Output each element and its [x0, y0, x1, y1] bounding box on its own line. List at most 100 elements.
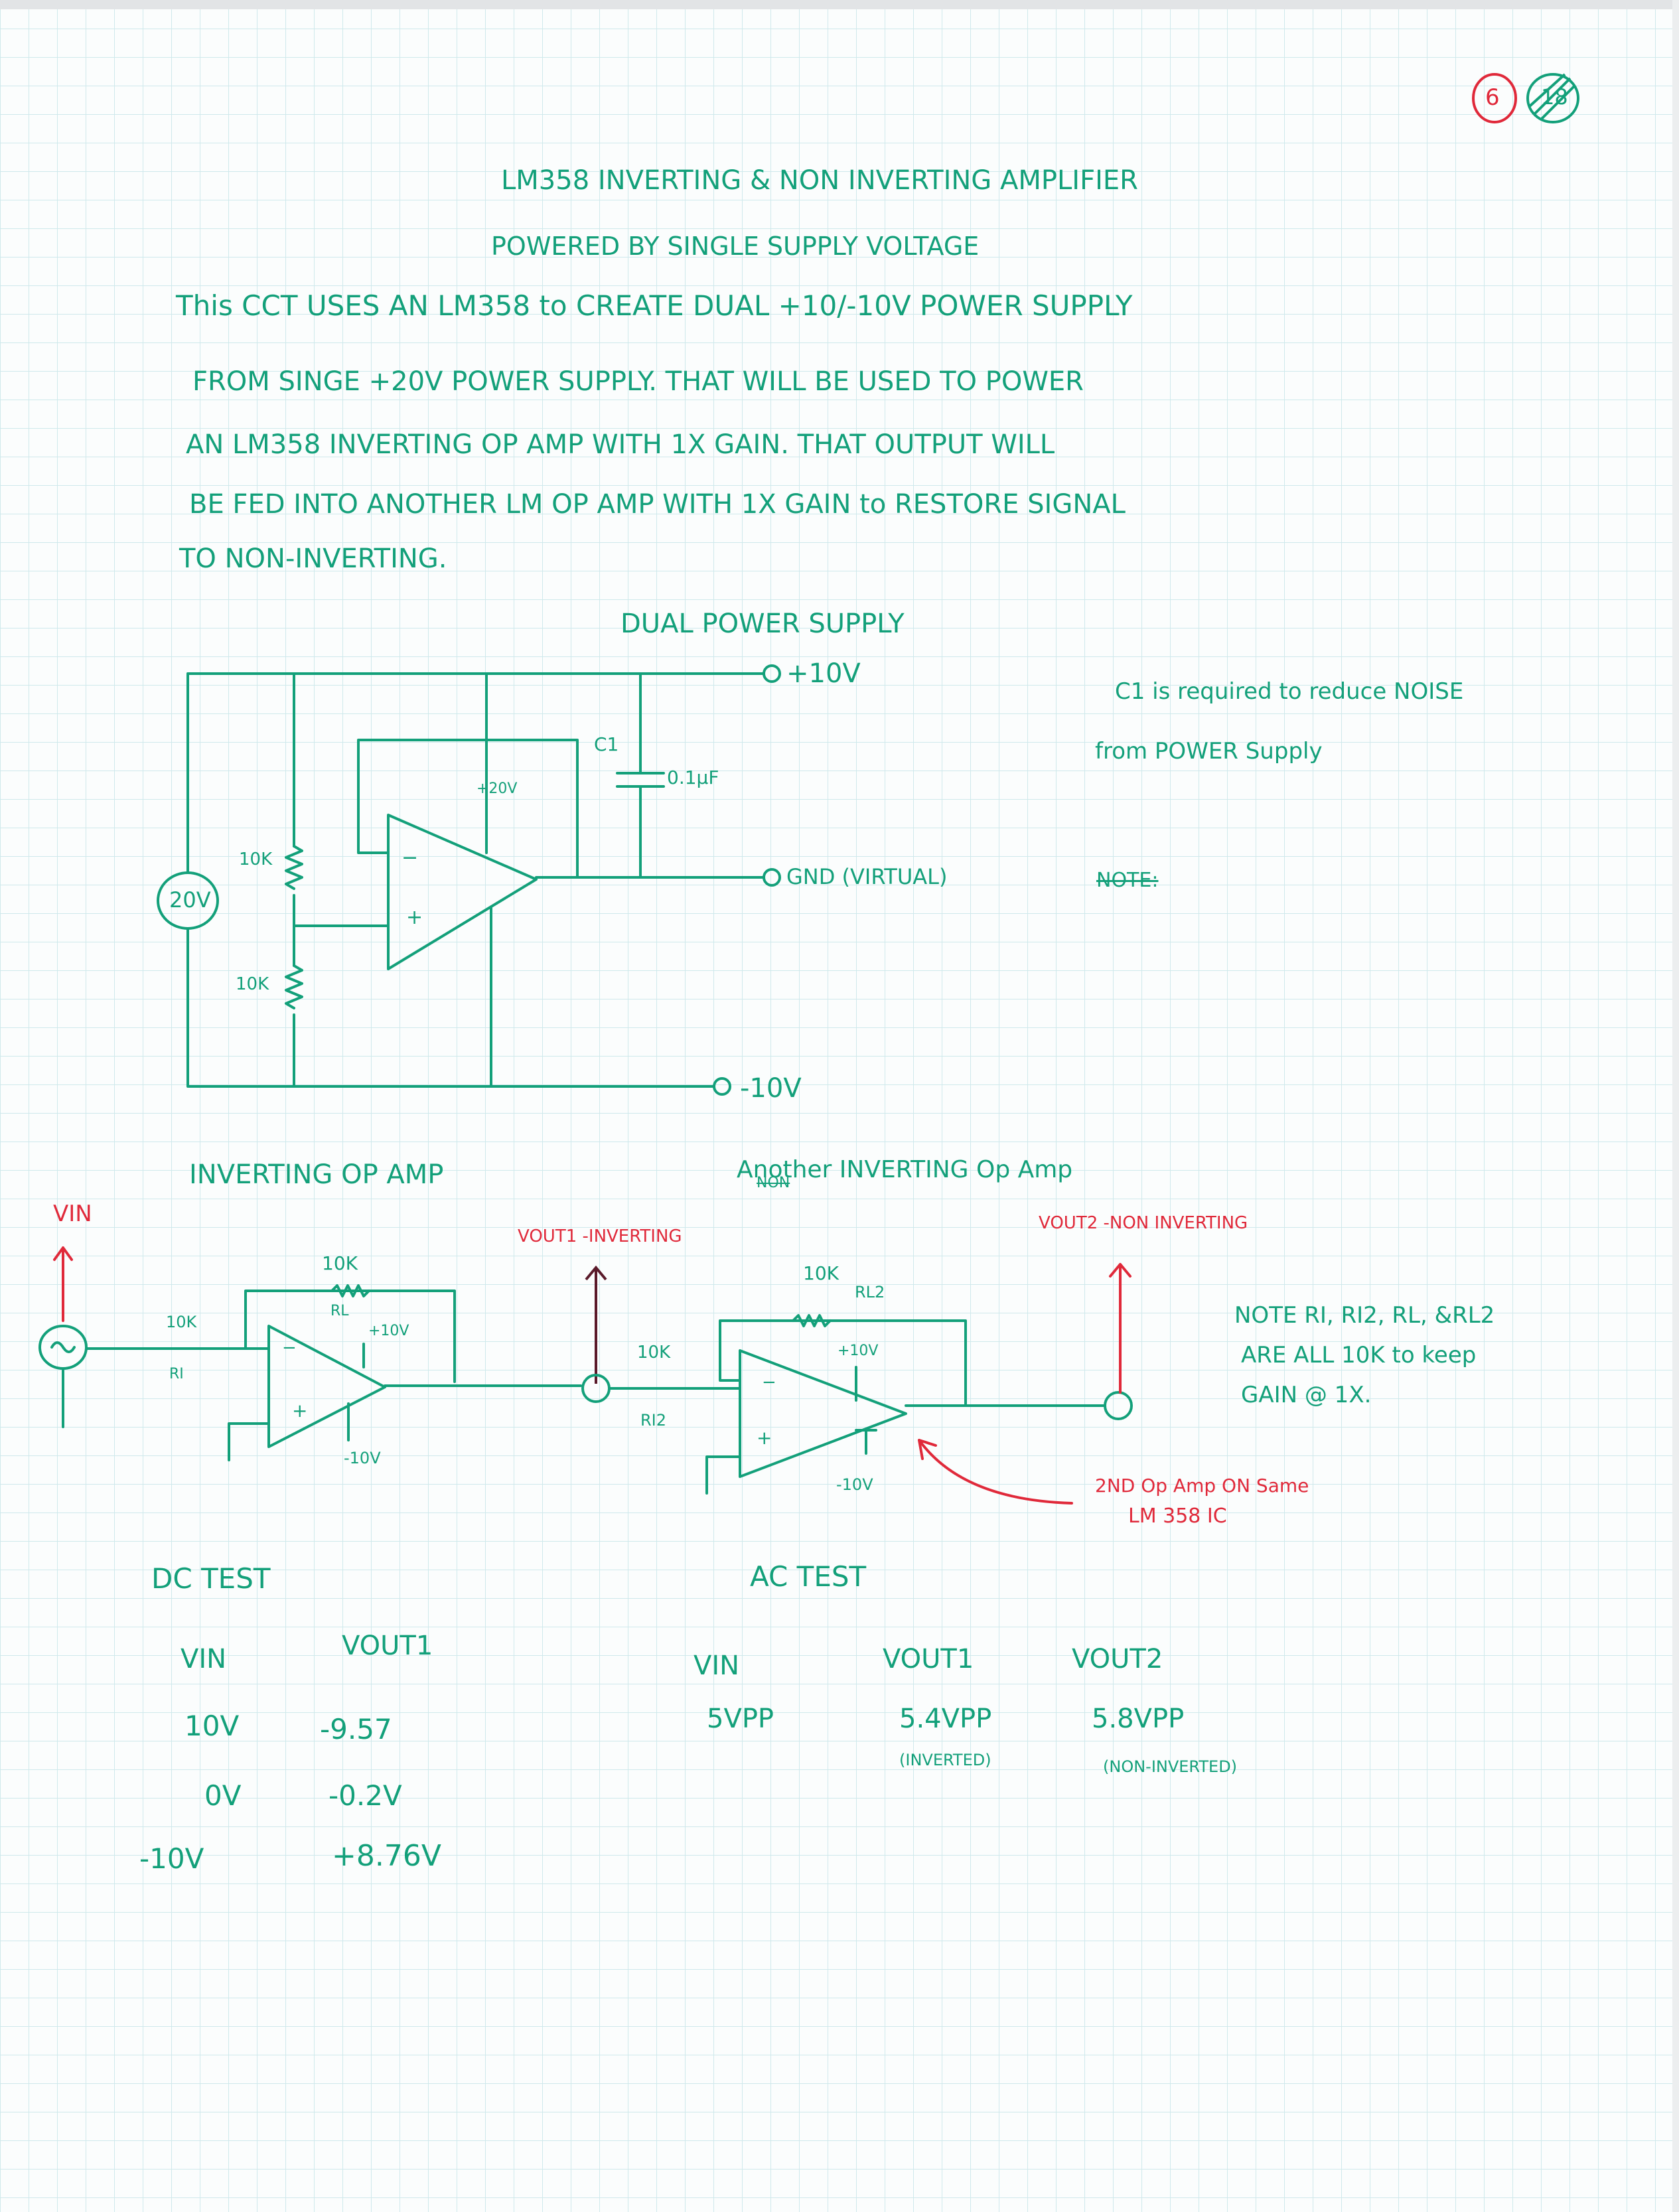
- note-c1-line-2: from POWER Supply: [1095, 738, 1323, 765]
- dc-row-1-vin: 10V: [184, 1710, 240, 1742]
- opamp-second: [739, 1349, 907, 1478]
- annotation-arrow: [918, 1439, 1073, 1505]
- description-line-1: This CCT USES AN LM358 to CREATE DUAL +1…: [176, 289, 1133, 322]
- resistor-rf2: [792, 1314, 832, 1327]
- scan-edge: [0, 0, 1679, 9]
- label-vout2: VOUT2 -NON INVERTING: [1039, 1213, 1248, 1233]
- dc-row-2-vin: 0V: [204, 1779, 242, 1812]
- dc-row-3-vout: +8.76V: [332, 1839, 441, 1873]
- label-ri2-name: RI2: [640, 1411, 667, 1430]
- page-number: 6: [1485, 84, 1500, 111]
- opamp-plus-sign: +: [406, 906, 423, 929]
- label-c1: C1: [594, 733, 619, 755]
- resistor-bottom: [285, 964, 303, 1009]
- second-plus-sign: +: [757, 1427, 772, 1449]
- terminal-plus10: [763, 664, 781, 683]
- label-inv-vee: -10V: [344, 1449, 381, 1467]
- dual-supply-heading: DUAL POWER SUPPLY: [620, 609, 905, 639]
- opamp-supply: [387, 814, 538, 970]
- ac-header-vout2: VOUT2: [1072, 1644, 1163, 1674]
- gain-note-line-3: GAIN @ 1X.: [1241, 1382, 1372, 1408]
- label-ri: 10K: [166, 1313, 197, 1331]
- ac-note-vout1: (INVERTED): [899, 1751, 991, 1769]
- label-gnd: GND (VIRTUAL): [786, 864, 948, 889]
- label-2-vee: -10V: [836, 1475, 873, 1494]
- note-label: NOTE:: [1096, 869, 1159, 892]
- sine-symbol: [50, 1341, 76, 1353]
- ac-value-vout2: 5.8VPP: [1092, 1704, 1185, 1734]
- dc-row-3-vin: -10V: [139, 1842, 204, 1875]
- terminal-minus10: [713, 1077, 731, 1096]
- gain-note-line-1: NOTE RI, RI2, RL, &RL2: [1234, 1302, 1495, 1329]
- second-heading-crossed: NON: [757, 1175, 790, 1191]
- second-heading: Another INVERTING Op Amp: [737, 1156, 1073, 1183]
- label-rf-name: RL: [330, 1303, 349, 1319]
- description-line-3: AN LM358 INVERTING OP AMP WITH 1X GAIN. …: [186, 429, 1055, 460]
- ac-value-vin: 5VPP: [707, 1704, 774, 1734]
- second-wiring: [581, 1263, 1133, 1505]
- page-title: LM358 INVERTING & NON INVERTING AMPLIFIE…: [501, 165, 1138, 196]
- page-number-mark: [1472, 73, 1579, 123]
- terminal-gnd: [763, 868, 781, 887]
- ac-header-vin: VIN: [694, 1651, 740, 1681]
- label-rf: 10K: [322, 1252, 358, 1274]
- label-r-bot: 10K: [236, 974, 269, 994]
- ac-header-vout1: VOUT1: [883, 1644, 974, 1674]
- opamp-minus-sign: −: [402, 846, 419, 869]
- vout1-arrow: [585, 1265, 607, 1384]
- label-inv-vcc: +10V: [368, 1323, 409, 1339]
- dc-test-heading: DC TEST: [151, 1562, 271, 1595]
- inverting-heading: INVERTING OP AMP: [189, 1159, 444, 1190]
- page-number-crossed: 18: [1541, 84, 1568, 110]
- label-vin: VIN: [53, 1201, 92, 1227]
- label-rf2-name: RL2: [855, 1283, 885, 1301]
- wire-2-vee: [855, 1429, 877, 1455]
- label-ri2: 10K: [637, 1343, 671, 1363]
- ac-note-vout2: (NON-INVERTED): [1103, 1757, 1238, 1776]
- label-ri-name: RI: [169, 1366, 184, 1382]
- label-2-vcc: +10V: [838, 1343, 879, 1359]
- capacitor-c1: [616, 672, 665, 879]
- dc-row-2-vout: -0.2V: [328, 1779, 402, 1812]
- wire-rf2: [719, 1319, 967, 1405]
- dual-supply-wiring: [157, 664, 781, 1096]
- label-rf2: 10K: [803, 1262, 839, 1284]
- description-line-5: TO NON-INVERTING.: [179, 544, 447, 574]
- note-c1-line-1: C1 is required to reduce NOISE: [1115, 678, 1464, 705]
- second-minus-sign: −: [762, 1372, 776, 1392]
- inv-minus-sign: −: [282, 1338, 297, 1358]
- description-line-4: BE FED INTO ANOTHER LM OP AMP WITH 1X GA…: [189, 489, 1126, 520]
- scan-edge-right: [1672, 0, 1679, 2212]
- dc-row-1-vout: -9.57: [320, 1713, 392, 1745]
- inv-plus-sign: +: [292, 1400, 308, 1422]
- page-subtitle: POWERED BY SINGLE SUPPLY VOLTAGE: [491, 232, 980, 261]
- wire-minus10: [186, 927, 715, 1088]
- opamp-inverting: [267, 1325, 386, 1448]
- wire-rf: [244, 1290, 456, 1383]
- resistor-top: [285, 845, 303, 890]
- inverting-wiring: [38, 1246, 582, 1461]
- vout2-arrow: [1109, 1263, 1132, 1394]
- wire-plus2-ground: [705, 1455, 741, 1495]
- dc-header-vin: VIN: [181, 1644, 227, 1674]
- wire-feedback: [357, 739, 579, 877]
- label-20v: 20V: [169, 887, 211, 913]
- annotation-line-1: 2ND Op Amp ON Same: [1095, 1475, 1309, 1497]
- ac-test-heading: AC TEST: [750, 1560, 867, 1593]
- description-line-2: FROM SINGE +20V POWER SUPPLY. THAT WILL …: [192, 366, 1084, 397]
- resistor-rf: [330, 1284, 370, 1297]
- label-opamp-vcc: +20V: [476, 780, 518, 797]
- label-c1-value: 0.1µF: [667, 767, 719, 788]
- label-minus10: -10V: [740, 1073, 802, 1104]
- label-plus10: +10V: [786, 658, 861, 689]
- annotation-line-2: LM 358 IC: [1128, 1505, 1227, 1528]
- dc-header-vout1: VOUT1: [342, 1631, 433, 1661]
- wire-plus-ground: [228, 1422, 270, 1461]
- vout2-node: [1104, 1391, 1133, 1420]
- label-vout1: VOUT1 -INVERTING: [518, 1226, 682, 1246]
- vin-arrow: [53, 1246, 73, 1322]
- gain-note-line-2: ARE ALL 10K to keep: [1241, 1342, 1477, 1368]
- ac-value-vout1: 5.4VPP: [899, 1704, 992, 1734]
